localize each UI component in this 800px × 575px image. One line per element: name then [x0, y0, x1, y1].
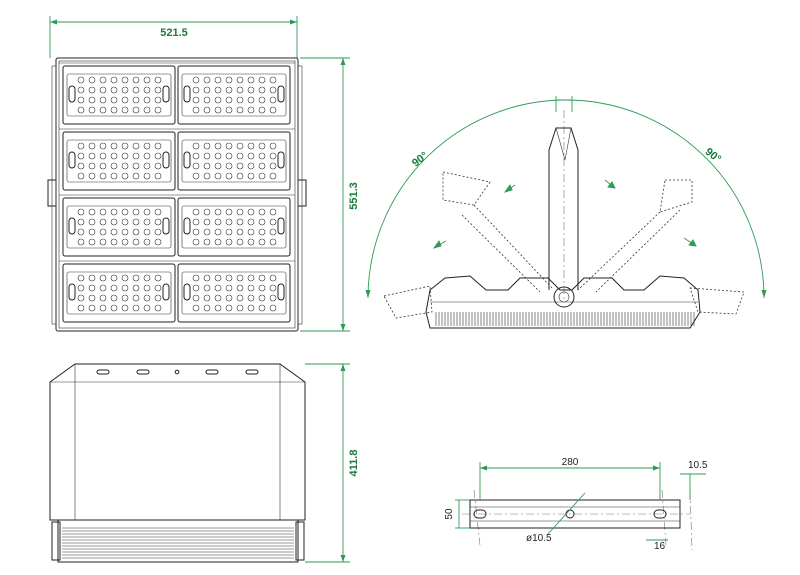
led-module	[177, 65, 291, 125]
led-module	[62, 197, 176, 257]
heat-sink-fins	[435, 312, 695, 326]
led-module	[62, 131, 176, 191]
tilt-right-label: 90°	[703, 146, 724, 166]
tilt-left-label: 90°	[410, 150, 431, 170]
front-view: 521.5 551.3	[47, 16, 360, 332]
front-width-label: 521.5	[160, 27, 188, 39]
bracket-length-label: 280	[562, 457, 579, 468]
front-height-label: 551.3	[348, 182, 360, 210]
led-module	[177, 197, 291, 257]
slot-width-label: 10.5	[688, 460, 708, 471]
bracket-width-label: 50	[444, 508, 455, 520]
width-dimension: 521.5	[49, 16, 298, 58]
tilt-arrows	[432, 179, 697, 249]
side-heat-sink	[62, 527, 294, 559]
side-height-label: 411.8	[348, 450, 360, 477]
height-dimension: 551.3	[300, 57, 360, 332]
led-module	[62, 263, 176, 323]
tilt-range-view: 90° 90°	[365, 96, 767, 329]
slot-offset-label: 16	[654, 541, 666, 552]
led-module-grid	[59, 62, 295, 323]
side-height-dimension: 411.8	[305, 363, 360, 563]
bracket-detail: 280 50 10.5 ø10.5 16	[444, 457, 708, 552]
led-module	[177, 131, 291, 191]
led-module	[177, 263, 291, 323]
side-view: 411.8	[49, 363, 360, 563]
hole-diameter-label: ø10.5	[526, 533, 552, 544]
mounting-slots	[96, 369, 259, 375]
led-module	[62, 65, 176, 125]
